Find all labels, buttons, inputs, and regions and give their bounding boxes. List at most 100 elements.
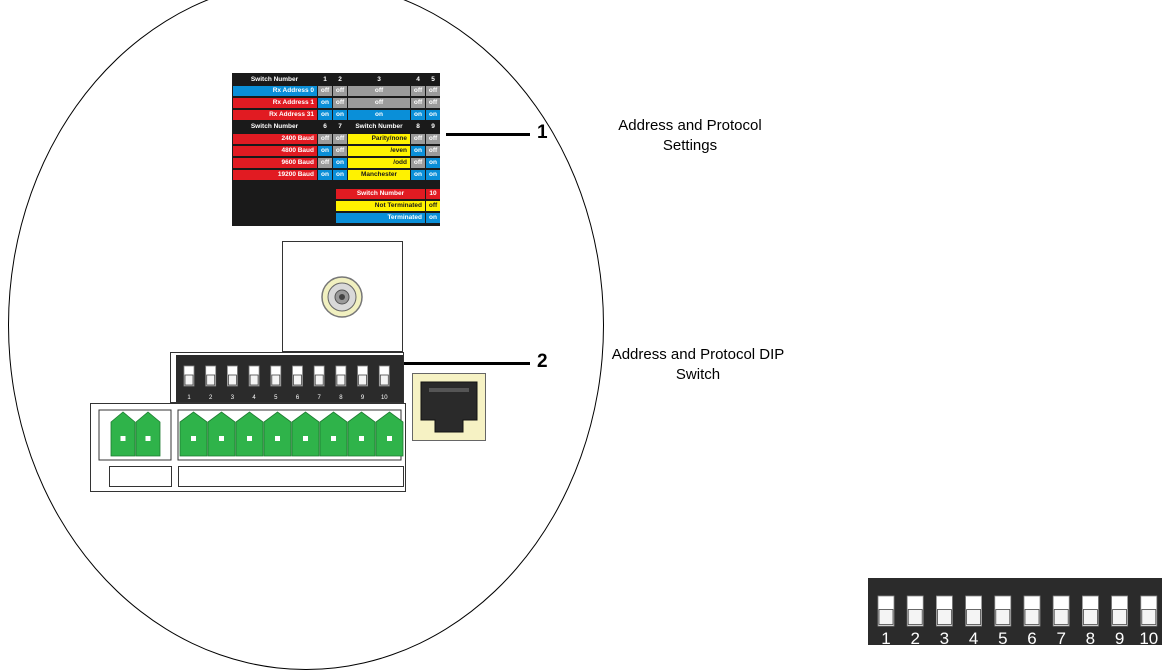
terminal-screw-hole <box>219 436 224 441</box>
dip-switch-lever <box>907 609 923 625</box>
dip-switch-number: 7 <box>318 395 322 401</box>
dip-switch-number: 10 <box>381 395 388 401</box>
callout-1-label-line-2: Settings <box>662 137 718 154</box>
protocol-header-switch-9: 9 <box>426 122 440 132</box>
address-row-value: on <box>318 98 332 108</box>
terminal-label-blank-left <box>109 466 172 487</box>
callout-1-leader-line <box>446 133 530 136</box>
address-row-value: off <box>333 98 347 108</box>
address-row-label: Rx Address 1 <box>233 98 317 108</box>
terminal-pin <box>347 411 376 457</box>
baud-row-value: on <box>318 146 332 156</box>
rj45-jack-drawing <box>420 381 478 433</box>
dip-switch-number: 8 <box>1086 629 1095 645</box>
address-row-value: off <box>318 86 332 96</box>
address-protocol-settings-table: Switch Number 1 2 3 4 5 Rx Address 0 off… <box>232 73 440 226</box>
baud-row-label: 9600 Baud <box>233 158 317 168</box>
dip-switch-lever <box>1024 609 1040 625</box>
terminal-screw-hole <box>331 436 336 441</box>
dip-switch-lever <box>358 374 368 386</box>
dip-switch-number: 9 <box>361 395 365 401</box>
dip-switch-number: 1 <box>187 395 191 401</box>
dip-switch-number: 5 <box>998 629 1007 645</box>
baud-row-value: on <box>318 170 332 180</box>
dip-switch-lever <box>1082 609 1098 625</box>
dip-switch-lever <box>249 374 259 386</box>
address-row-label: Rx Address 31 <box>233 110 317 120</box>
termination-header-switch-10: 10 <box>426 189 440 199</box>
address-row-value: on <box>333 110 347 120</box>
protocol-header-switch-number: Switch Number <box>348 122 410 132</box>
baud-row-value: off <box>333 134 347 144</box>
callout-2-leader-line <box>404 362 530 365</box>
baud-row-value: off <box>333 146 347 156</box>
protocol-row-value: on <box>426 170 440 180</box>
termination-row-value: on <box>426 213 440 223</box>
dip-switch-number: 10 <box>1139 629 1158 645</box>
dip-switch-number: 9 <box>1115 629 1124 645</box>
terminal-pin <box>179 411 208 457</box>
protocol-header-switch-8: 8 <box>411 122 425 132</box>
address-row-label: Rx Address 0 <box>233 86 317 96</box>
address-row-value: off <box>348 86 410 96</box>
baud-header-switch-6: 6 <box>318 122 332 132</box>
baud-row-label: 19200 Baud <box>233 170 317 180</box>
dip-switch-lever <box>878 609 894 625</box>
dip-switch-number: 6 <box>1027 629 1036 645</box>
dip-switch-number: 2 <box>910 629 919 645</box>
dip-switch-lever <box>206 374 216 386</box>
dip-switch-number: 6 <box>296 395 300 401</box>
protocol-row-value: off <box>426 146 440 156</box>
terminal-block-icon <box>98 409 404 461</box>
protocol-row-value: on <box>411 146 425 156</box>
baud-row-value: off <box>318 134 332 144</box>
terminal-screw-hole <box>247 436 252 441</box>
diagram-canvas: Switch Number 1 2 3 4 5 Rx Address 0 off… <box>8 0 1162 670</box>
terminal-screw-hole <box>303 436 308 441</box>
dip-switch-lever <box>1141 609 1157 625</box>
baud-header-switch-7: 7 <box>333 122 347 132</box>
dip-switch-lever <box>995 609 1011 625</box>
callout-1-label-line-1: Address and Protocol <box>618 117 762 134</box>
terminal-screw-hole <box>387 436 392 441</box>
dip-switch-number: 3 <box>940 629 949 645</box>
dip-switch-number: 4 <box>252 395 256 401</box>
terminal-pin <box>319 411 348 457</box>
table-header-switch-1: 1 <box>318 75 332 85</box>
protocol-row-value: off <box>411 158 425 168</box>
termination-row-value: off <box>426 201 440 211</box>
terminal-pin <box>291 411 320 457</box>
dip-switch-number: 8 <box>339 395 343 401</box>
terminal-pin <box>207 411 236 457</box>
rj45-jack-icon <box>412 373 486 441</box>
dip-switch-lever <box>937 609 952 625</box>
address-row-value: on <box>318 110 332 120</box>
baud-header-switch-number: Switch Number <box>233 122 316 132</box>
terminal-pin <box>235 411 264 457</box>
terminal-pin <box>110 411 136 457</box>
terminal-screw-hole <box>120 436 126 441</box>
dip-switch-number: 2 <box>209 395 213 401</box>
baud-row-value: on <box>333 170 347 180</box>
protocol-row-value: off <box>411 134 425 144</box>
dip-switch-number: 1 <box>881 629 890 645</box>
dip-switch-lever <box>966 609 981 625</box>
dip-switch-lever <box>336 374 346 386</box>
protocol-row-value: off <box>426 134 440 144</box>
callout-1-label: Address and Protocol Settings <box>590 116 790 156</box>
dip-switch-lever <box>184 374 194 386</box>
address-row-value: off <box>411 86 425 96</box>
dip-switch-lever <box>271 374 281 386</box>
dip-switch-lever <box>314 374 324 386</box>
callout-2-label-line-2: Switch <box>675 366 721 383</box>
terminal-screw-hole <box>275 436 280 441</box>
protocol-row-value: on <box>411 170 425 180</box>
terminal-block-frame <box>90 403 406 492</box>
protocol-row-label: Manchester <box>348 170 410 180</box>
terminal-screw-hole <box>145 436 151 441</box>
bnc-connector-housing <box>282 241 403 352</box>
